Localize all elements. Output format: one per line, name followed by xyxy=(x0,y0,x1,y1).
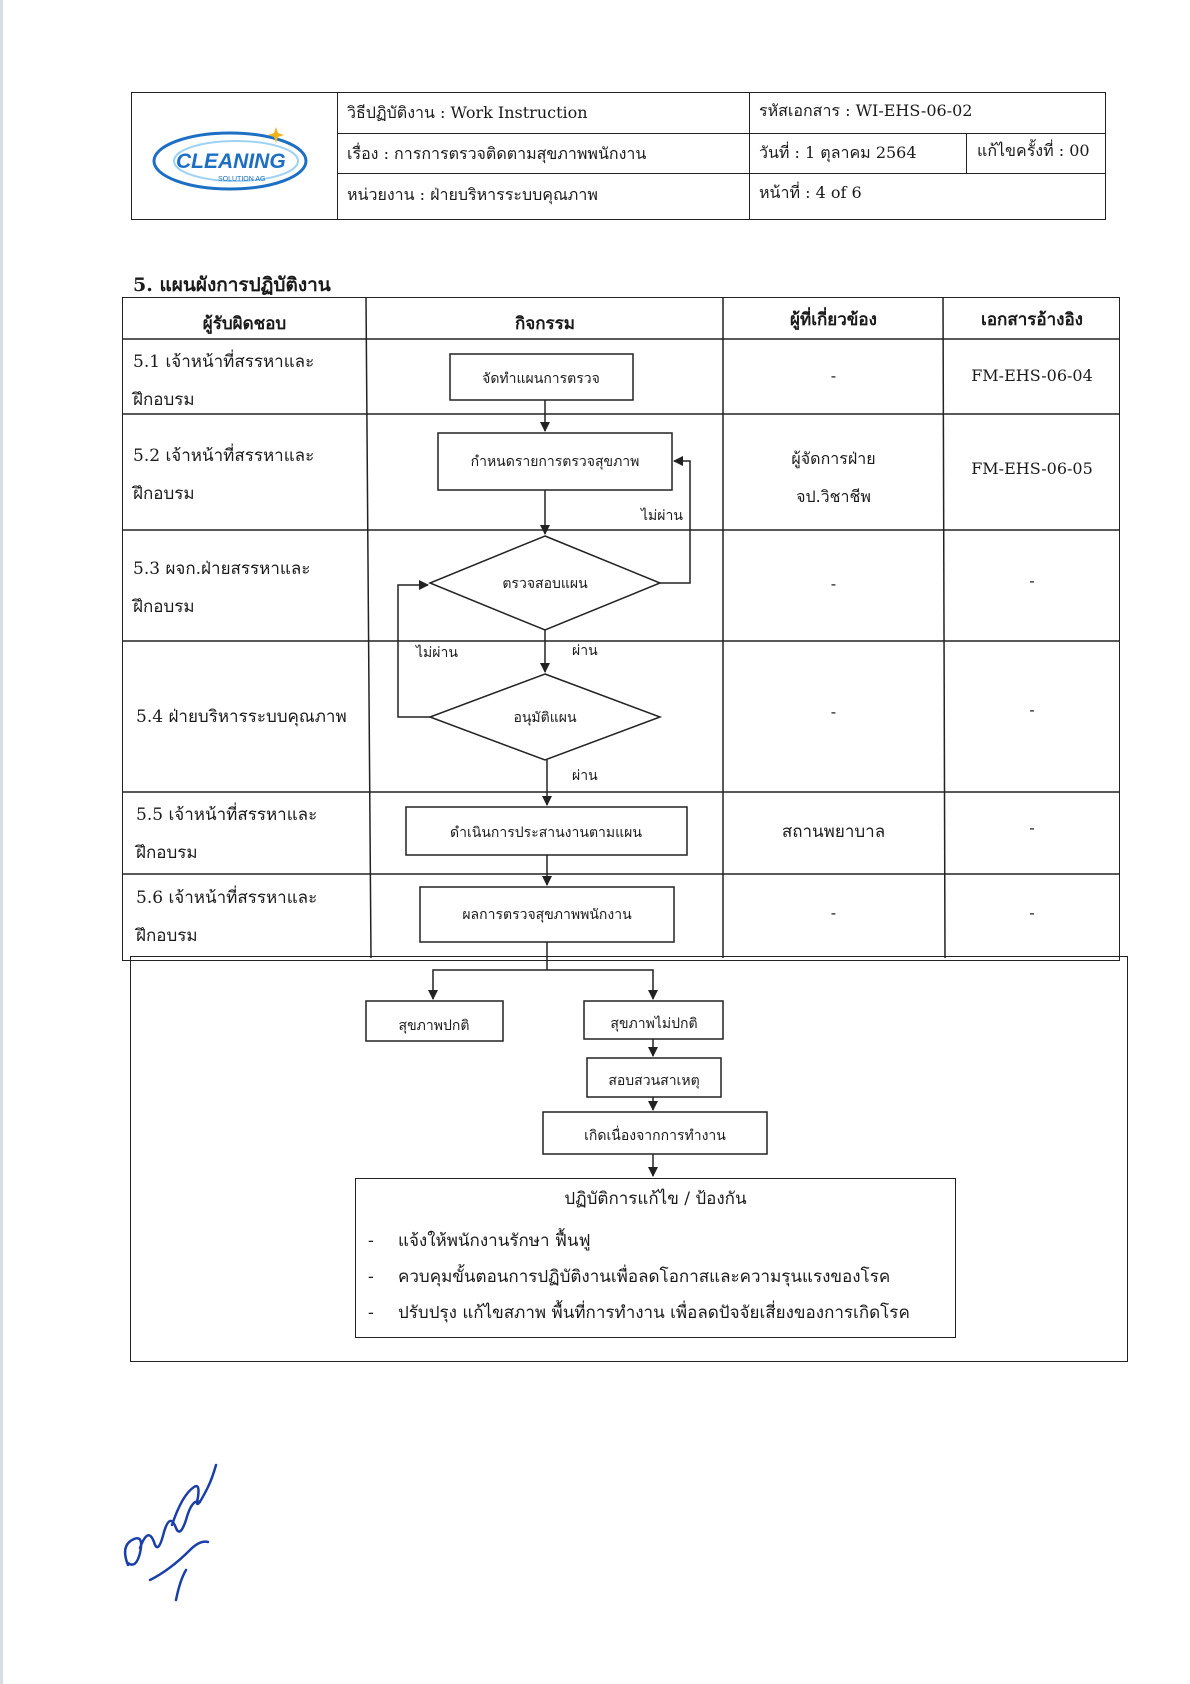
handwritten-signature xyxy=(123,1463,218,1602)
page-edge xyxy=(0,0,3,1684)
fail-label-approve: ไม่ผ่าน xyxy=(415,644,458,661)
doc-page: หน้าที่ : 4 of 6 xyxy=(759,183,862,202)
fail-label-check: ไม่ผ่าน xyxy=(640,507,683,524)
row2-responsible: 5.2 เจ้าหน้าที่สรรหาและฝึกอบรม xyxy=(133,446,315,504)
doc-subject: เรื่อง : การการตรวจติดตามสุขภาพพนักงาน xyxy=(347,144,647,163)
outcome-box xyxy=(130,956,1128,1362)
logo-wordmark: CLEANING xyxy=(176,150,286,173)
action-item-3: -ปรับปรุง แก้ไขสภาพ พื้นที่การทำงาน เพื่… xyxy=(368,1303,910,1323)
col-header-related: ผู้ที่เกี่ยวข้อง xyxy=(790,310,877,330)
step-result-label: ผลการตรวจสุขภาพพนักงาน xyxy=(462,907,632,923)
row1-responsible: 5.1 เจ้าหน้าที่สรรหาและฝึกอบรม xyxy=(133,352,315,410)
corrective-action-box: ปฏิบัติการแก้ไข / ป้องกัน -แจ้งให้พนักงา… xyxy=(355,1178,956,1338)
row1-related: - xyxy=(830,366,837,385)
doc-revision: แก้ไขครั้งที่ : 00 xyxy=(977,141,1090,160)
col-header-activity: กิจกรรม xyxy=(514,314,575,334)
outcome-abnormal-label: สุขภาพไม่ปกติ xyxy=(610,1015,697,1032)
row6-responsible: 5.6 เจ้าหน้าที่สรรหาและฝึกอบรม xyxy=(136,888,318,946)
doc-department: หน่วยงาน : ฝ่ายบริหารระบบคุณภาพ xyxy=(347,185,598,204)
step-work-related-label: เกิดเนื่องจากการทำงาน xyxy=(584,1126,726,1144)
row1-reference: FM-EHS-06-04 xyxy=(971,366,1093,385)
row4-reference: - xyxy=(1029,700,1035,719)
row6-reference: - xyxy=(1029,903,1035,922)
doc-type: วิธีปฏิบัติงาน : Work Instruction xyxy=(347,103,588,122)
row5-responsible: 5.5 เจ้าหน้าที่สรรหาและฝึกอบรม xyxy=(136,805,318,863)
action-item-2: -ควบคุมขั้นตอนการปฏิบัติงานเพื่อลดโอกาสแ… xyxy=(368,1267,891,1287)
row2-related: ผู้จัดการฝ่ายจป.วิชาชีพ xyxy=(791,449,876,506)
corrective-action-title: ปฏิบัติการแก้ไข / ป้องกัน xyxy=(564,1189,747,1209)
row5-reference: - xyxy=(1029,818,1035,837)
doc-code: รหัสเอกสาร : WI-EHS-06-02 xyxy=(759,101,973,120)
action-item-1: -แจ้งให้พนักงานรักษา ฟื้นฟู xyxy=(368,1231,591,1251)
row4-related: - xyxy=(830,702,837,721)
row5-related: สถานพยาบาล xyxy=(781,822,886,842)
pass-label-approve: ผ่าน xyxy=(572,768,598,784)
row2-reference: FM-EHS-06-05 xyxy=(971,459,1093,478)
section-title: 5. แผนผังการปฏิบัติงาน xyxy=(133,274,331,296)
row3-related: - xyxy=(830,574,837,593)
step-items-label: กำหนดรายการตรวจสุขภาพ xyxy=(471,454,640,470)
outcome-normal-label: สุขภาพปกติ xyxy=(399,1018,470,1034)
logo-subtext: SOLUTION AG xyxy=(218,176,265,183)
document-header: CLEANING SOLUTION AG วิธีปฏิบัติงาน : Wo… xyxy=(131,92,1106,220)
decision-check-label: ตรวจสอบแผน xyxy=(502,576,588,592)
step-investigate-label: สอบสวนสาเหตุ xyxy=(608,1073,699,1089)
row4-responsible: 5.4 ฝ่ายบริหารระบบคุณภาพ xyxy=(136,707,347,727)
company-logo: CLEANING SOLUTION AG xyxy=(152,123,312,195)
doc-date: วันที่ : 1 ตุลาคม 2564 xyxy=(759,143,917,162)
row3-reference: - xyxy=(1029,571,1035,590)
pass-label-check: ผ่าน xyxy=(572,643,598,659)
row3-responsible: 5.3 ผจก.ฝ่ายสรรหาและฝึกอบรม xyxy=(133,559,311,617)
row6-related: - xyxy=(830,903,837,922)
step-plan-label: จัดทำแผนการตรวจ xyxy=(482,371,600,387)
col-header-responsible: ผู้รับผิดชอบ xyxy=(202,314,287,334)
decision-approve-label: อนุมัติแผน xyxy=(513,710,577,726)
process-table xyxy=(122,297,1120,961)
col-header-reference: เอกสารอ้างอิง xyxy=(981,310,1083,330)
step-coordinate-label: ดำเนินการประสานงานตามแผน xyxy=(450,825,642,841)
